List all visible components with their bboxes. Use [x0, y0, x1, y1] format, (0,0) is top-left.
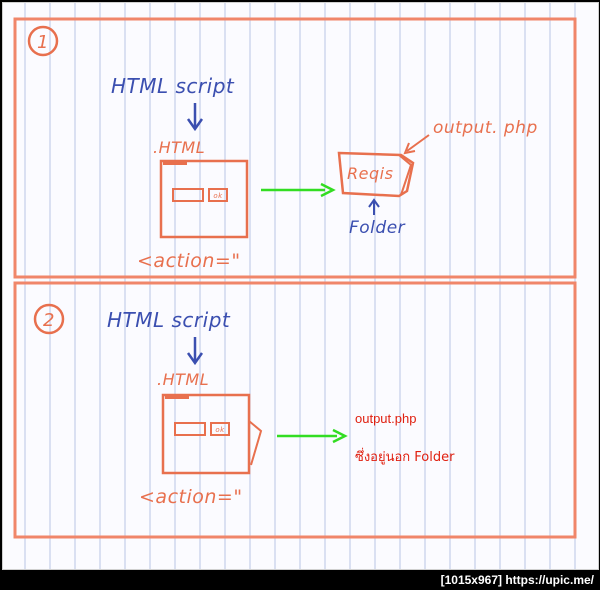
- section1-number-circle: [27, 25, 59, 57]
- section1-output-arrow-shaft: [406, 134, 430, 152]
- section2-form-button: [210, 422, 230, 436]
- section1-output-label: output. php: [433, 118, 538, 138]
- section2-frame: [13, 281, 577, 539]
- section1-frame: [13, 17, 577, 279]
- section2-output-line2: ซึ่งอยู่นอก Folder: [355, 448, 455, 465]
- footer-bar: [1015x967] https://upic.me/: [0, 570, 600, 590]
- section1-form-button: [208, 188, 228, 202]
- section2-number-circle: [33, 303, 65, 335]
- section2-number: 2: [43, 310, 55, 331]
- section2-down-arrow-head: [186, 352, 204, 366]
- section1-down-arrow-head: [186, 118, 204, 132]
- section1-html-window: [159, 159, 249, 239]
- section1-number: 1: [37, 32, 49, 53]
- section2-output-line1: output.php: [355, 411, 416, 426]
- section2-script-label: HTML script: [107, 308, 231, 332]
- section1-output-arrow-head: [403, 142, 416, 155]
- section2-green-arrow-head: [332, 428, 348, 444]
- section2-window-flap: [248, 420, 263, 466]
- section2-html-window: [161, 393, 251, 475]
- section1-folder-label: Folder: [349, 218, 406, 238]
- hand-drawn-diagram: 1 HTML script .HTML ok <action=" Reqis o…: [13, 3, 577, 569]
- section2-form-button-label: ok: [215, 426, 225, 434]
- section1-folder-arrow-head: [368, 198, 380, 208]
- section1-green-arrow-head: [320, 182, 336, 198]
- section1-target-label: Reqis: [347, 164, 393, 183]
- section1-folder-shape: [337, 151, 415, 198]
- section1-script-label: HTML script: [111, 74, 235, 98]
- section1-file-label: .HTML: [153, 138, 205, 157]
- section1-action-label: <action=": [137, 250, 241, 272]
- section2-form-input: [174, 422, 206, 436]
- section2-action-label: <action=": [139, 486, 243, 508]
- section1-folder-flap: [398, 154, 413, 196]
- section1-form-button-label: ok: [213, 192, 223, 200]
- footer-watermark: [1015x967] https://upic.me/: [440, 573, 594, 587]
- section2-file-label: .HTML: [157, 370, 209, 389]
- section1-form-input: [172, 188, 204, 202]
- notebook-page: 1 HTML script .HTML ok <action=" Reqis o…: [2, 2, 599, 570]
